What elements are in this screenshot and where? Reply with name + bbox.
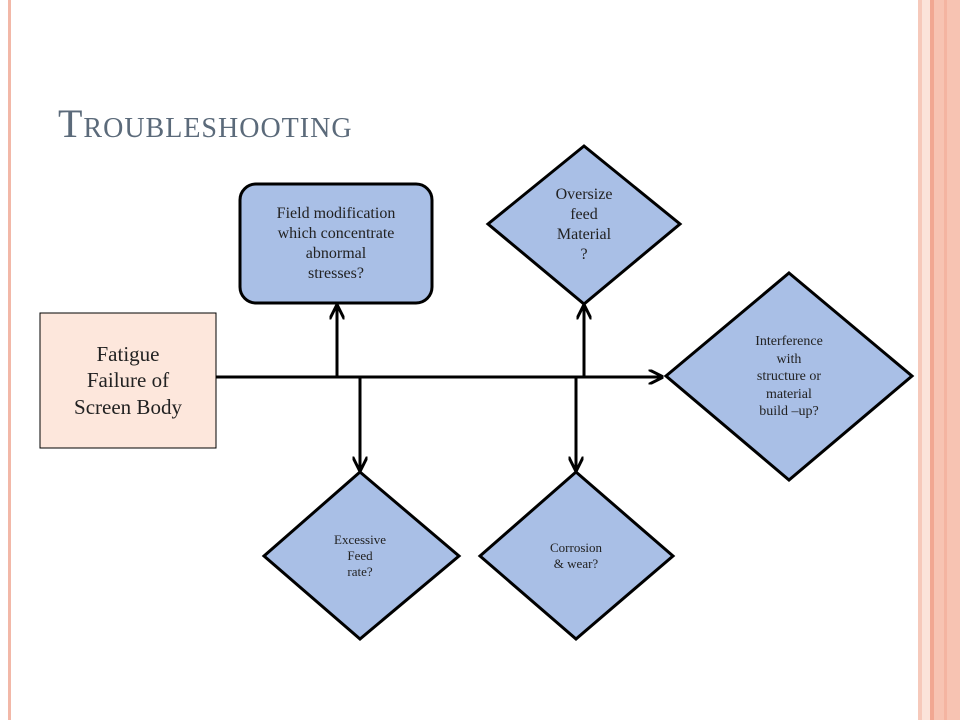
cause-diamond-oversize-feed: [485, 144, 683, 306]
effect-label-line: Failure of: [86, 368, 170, 393]
cause-label-line: which concentrate: [277, 224, 395, 242]
cause-label-line: Field modification: [276, 204, 396, 222]
cause-label-line: structure or: [756, 369, 822, 385]
effect-label-line: Screen Body: [74, 394, 182, 419]
effect-label-line: Fatigue: [96, 342, 160, 367]
cause-label-line: rate?: [347, 564, 373, 580]
cause-diamond-interference: [663, 271, 915, 482]
effect-box: [39, 312, 217, 449]
right-stripe-decoration: [934, 0, 960, 720]
right-stripe-decoration: [944, 0, 947, 720]
cause-label-line: stresses?: [308, 264, 364, 282]
cause-diamond-corrosion: [477, 470, 676, 641]
cause-label-field-modification: Field modification which concentrate abn…: [240, 184, 432, 303]
effect-label: Fatigue Failure of Screen Body: [40, 313, 216, 448]
cause-label-line: material: [766, 386, 812, 402]
cause-label-corrosion: Corrosion & wear?: [516, 528, 636, 584]
cause-label-line: abnormal: [305, 244, 367, 262]
cause-diamond-excessive-feed: [261, 470, 462, 641]
cause-label-line: Oversize: [555, 186, 613, 203]
cause-label-line: & wear?: [553, 556, 599, 571]
cause-label-line: Corrosion: [550, 539, 602, 555]
cause-label-line: ?: [580, 246, 588, 263]
right-stripe-decoration: [918, 0, 922, 720]
left-border-decoration: [8, 0, 11, 720]
cause-label-line: Feed: [347, 547, 373, 563]
cause-label-excessive-feed: Excessive Feed rate?: [300, 518, 420, 594]
cause-label-line: build –up?: [759, 404, 819, 420]
cause-label-interference: Interference with structure or material …: [714, 318, 864, 436]
cause-label-line: Excessive: [334, 531, 386, 547]
cause-label-line: Material: [556, 226, 612, 243]
cause-box-field-modification: [238, 182, 434, 305]
slide-title: Troubleshooting: [58, 101, 353, 146]
right-stripe-decoration: [922, 0, 930, 720]
right-stripe-decoration: [930, 0, 934, 720]
cause-label-line: feed: [570, 206, 598, 223]
cause-label-line: with: [776, 351, 802, 367]
cause-label-line: Interference: [755, 334, 823, 350]
cause-label-oversize-feed: Oversize feed Material ?: [520, 170, 648, 280]
